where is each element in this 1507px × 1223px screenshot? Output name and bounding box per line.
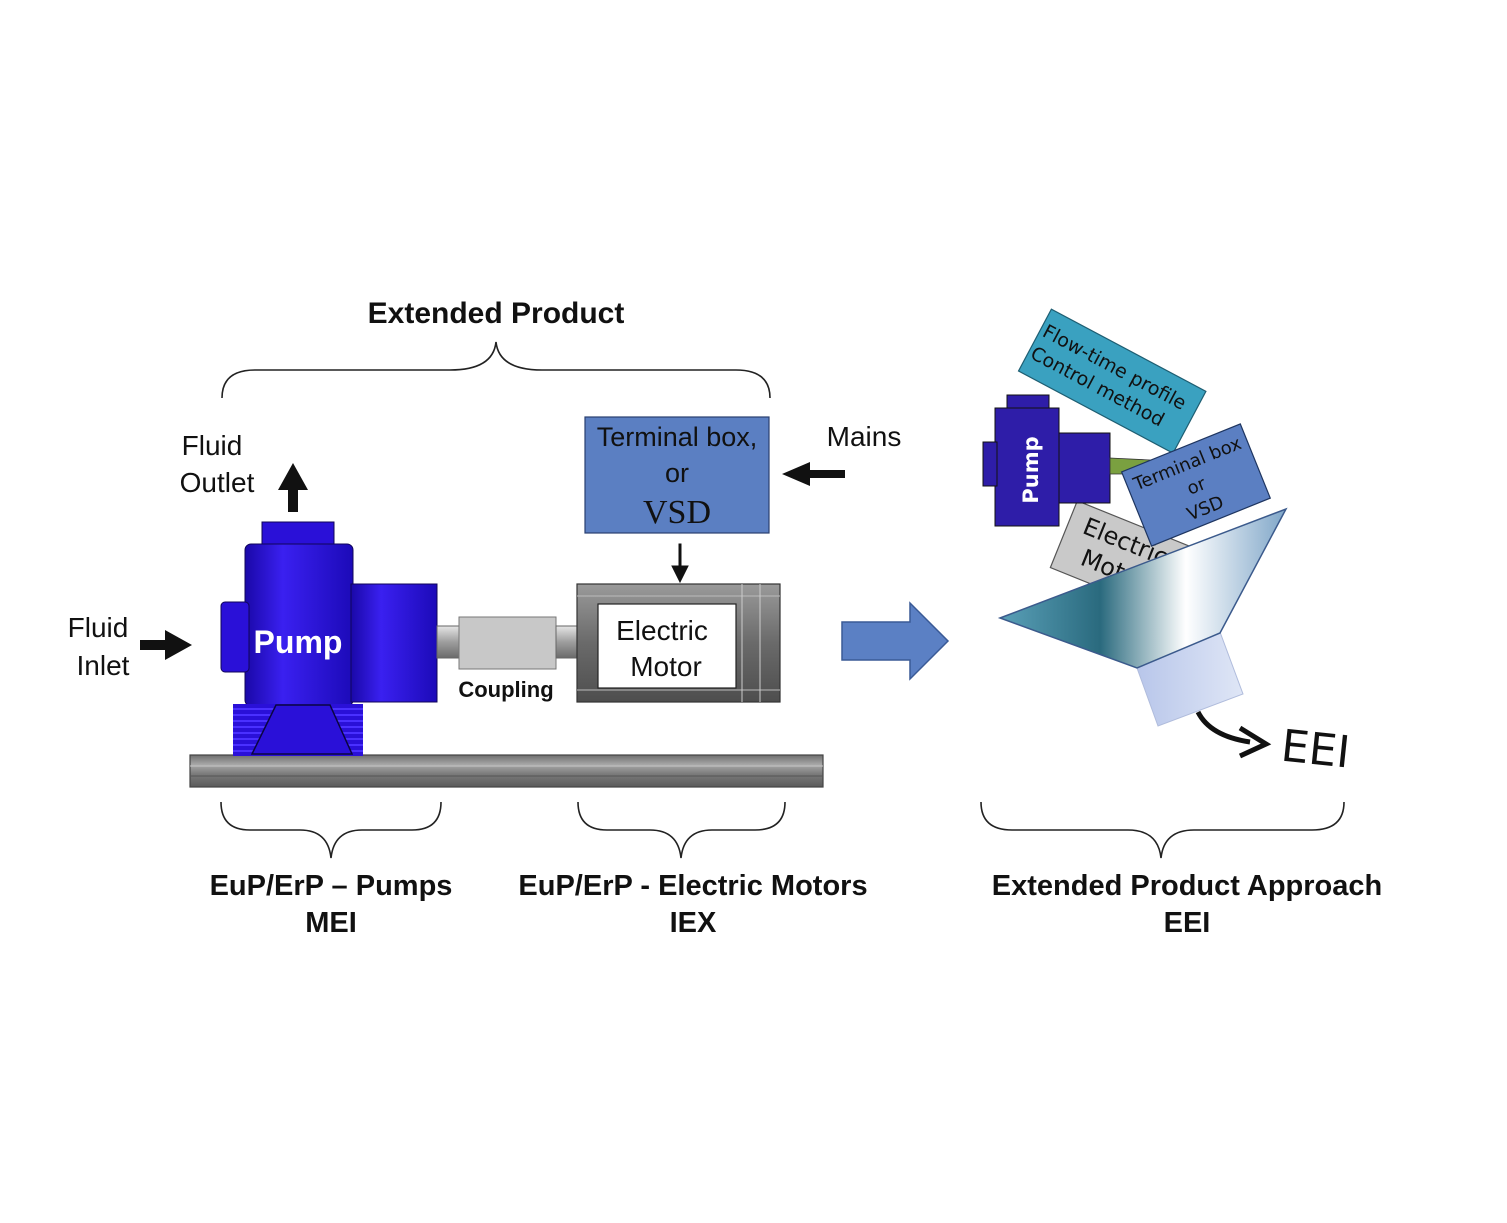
extended-product-title: Extended Product [368,297,625,330]
approach-label: Extended Product Approach [992,870,1382,902]
vsd-to-motor-arrow [671,543,689,584]
fluid-inlet-label: Fluid [68,612,129,643]
terminal-box [584,416,770,534]
pumps-index-label: MEI [305,907,357,939]
terminal-box-label-or: or [665,458,689,488]
pump-shaft [436,625,462,659]
eei-output-arrowhead [1238,725,1272,759]
mains-label: Mains [827,421,902,452]
approach-brace [980,801,1345,859]
fluid-inlet-label-2: Inlet [77,650,130,681]
motors-brace [577,801,786,859]
coupling [458,616,557,670]
fluid-outlet-label: Fluid [182,430,243,461]
motor-shaft [555,625,579,659]
pump: Pump [220,521,438,756]
eei-output-label: EEI [1279,721,1353,779]
motor-label: Electric [616,615,708,646]
base-plate [189,754,824,788]
funnel-cone [997,507,1288,669]
approach-index-label: EEI [1164,907,1211,939]
pump-label: Pump [254,624,343,660]
fluid-outlet-arrow [278,463,308,512]
pumps-brace [220,801,442,859]
coupling-label: Coupling [458,677,553,702]
pumps-label: EuP/ErP – Pumps [210,870,453,902]
electric-motor: Electric Motor [576,583,781,703]
motors-index-label: IEX [670,907,717,939]
funnel-pump-label: Pump [1019,436,1043,503]
funnel-pump: Pump [982,394,1151,527]
motor-label-2: Motor [630,651,702,682]
terminal-box-label-vsd: VSD [643,494,711,531]
mains-arrow [782,462,845,486]
transition-arrow [841,601,950,681]
fluid-outlet-label-2: Outlet [180,467,255,498]
fluid-inlet-arrow [140,630,192,660]
extended-product-brace [221,341,771,399]
eei-output-arrow [1195,710,1251,745]
motors-label: EuP/ErP - Electric Motors [518,870,867,902]
terminal-box-label: Terminal box, [597,422,758,452]
